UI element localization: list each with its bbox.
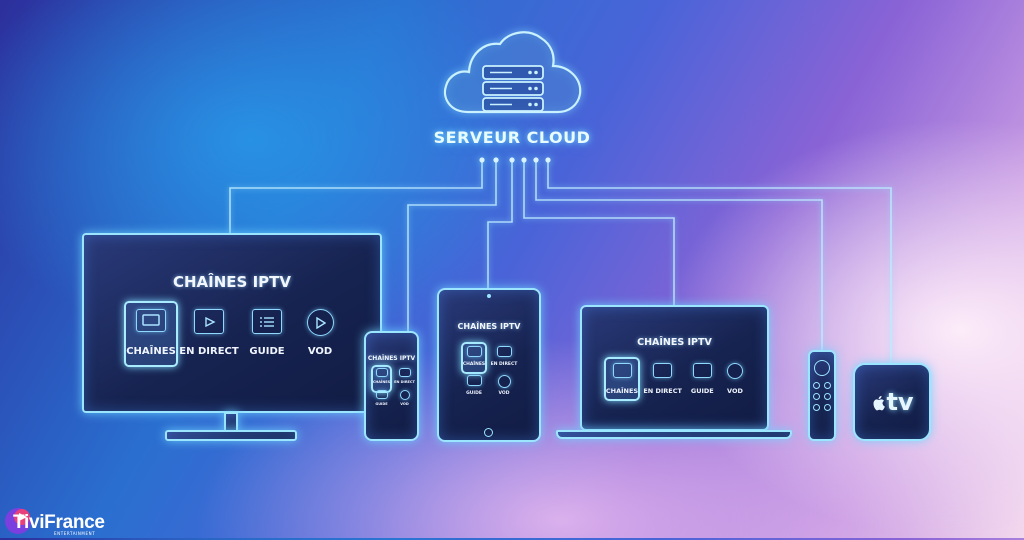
tv-menu: CHAÎNES EN DIRECT GUIDE VOD (124, 309, 342, 357)
menu-item-chaines[interactable]: CHAÎNES (371, 368, 392, 384)
apple-tv-text: tv (886, 388, 914, 416)
play-circle-icon (306, 309, 334, 336)
selected-menu-item (604, 357, 640, 401)
menu-label: EN DIRECT (643, 387, 682, 395)
connector-dot (521, 157, 527, 163)
list-guide-icon (252, 309, 282, 334)
menu-item-chaines[interactable]: CHAÎNES (461, 346, 487, 367)
brand-logo-text: TiviFrance (13, 512, 105, 533)
menu-item-guide[interactable]: GUIDE (685, 363, 719, 395)
remote-button[interactable] (824, 393, 831, 400)
tablet-camera (487, 294, 491, 298)
menu-label: GUIDE (375, 402, 388, 406)
phone-menu: CHAÎNES EN DIRECT GUIDE VOD (371, 368, 415, 406)
menu-label: GUIDE (690, 387, 714, 395)
selected-menu-item (124, 301, 178, 367)
laptop-menu: CHAÎNES EN DIRECT GUIDE VOD (604, 363, 748, 395)
phone: CHAÎNES IPTV CHAÎNES EN DIRECT GUIDE VOD (364, 331, 419, 441)
play-circle-icon (726, 363, 743, 379)
remote-button[interactable] (813, 382, 820, 389)
cloud-server-icon (443, 31, 582, 114)
menu-item-guide[interactable]: GUIDE (371, 390, 392, 406)
connector-dot (545, 157, 551, 163)
live-tv-play-icon (496, 346, 512, 357)
connector-dot (493, 157, 499, 163)
menu-item-chaines[interactable]: CHAÎNES (124, 309, 178, 357)
screen-title: CHAÎNES IPTV (457, 322, 521, 331)
line-to-laptop (523, 160, 675, 305)
connector-dot (479, 157, 485, 163)
menu-label: CHAÎNES (126, 346, 176, 357)
live-tv-play-icon (398, 368, 411, 377)
connector-dot (533, 157, 539, 163)
tv-stand (165, 430, 297, 441)
menu-label: VOD (307, 346, 333, 357)
menu-item-vod[interactable]: VOD (722, 363, 748, 395)
cloud-server-label: SERVEUR CLOUD (433, 128, 591, 147)
menu-label: CHAÎNES (605, 387, 639, 395)
tablet: CHAÎNES IPTV CHAÎNES EN DIRECT GUIDE VOD (437, 288, 541, 442)
remote-button[interactable] (824, 404, 831, 411)
menu-item-guide[interactable]: GUIDE (461, 375, 487, 396)
play-circle-icon (497, 375, 511, 388)
remote-control (808, 350, 836, 441)
menu-item-guide[interactable]: GUIDE (240, 309, 294, 357)
line-to-tv (229, 160, 483, 233)
menu-label: GUIDE (249, 346, 285, 357)
menu-label: GUIDE (466, 391, 482, 396)
apple-tv-label: tv (860, 388, 926, 416)
list-guide-icon (692, 363, 712, 378)
tv-icon (136, 309, 166, 332)
play-circle-icon (399, 390, 410, 400)
brand-tagline: ENTERTAINMENT (54, 531, 96, 536)
line-to-phone (407, 160, 497, 332)
menu-label: CHAÎNES (372, 380, 391, 384)
menu-item-en-direct[interactable]: EN DIRECT (643, 363, 683, 395)
selected-menu-item (461, 342, 487, 374)
tv-icon (466, 346, 482, 357)
remote-button[interactable] (813, 393, 820, 400)
menu-item-vod[interactable]: VOD (298, 309, 342, 357)
remote-button[interactable] (824, 382, 831, 389)
tablet-menu: CHAÎNES EN DIRECT GUIDE VOD (461, 346, 519, 396)
tv-icon (375, 368, 388, 377)
menu-label: VOD (400, 402, 409, 406)
menu-item-en-direct[interactable]: EN DIRECT (394, 368, 415, 384)
remote-button[interactable] (813, 404, 820, 411)
remote-dpad[interactable] (814, 360, 830, 376)
connector-dot (509, 157, 515, 163)
line-to-appletv (547, 160, 892, 363)
menu-item-chaines[interactable]: CHAÎNES (604, 363, 640, 395)
menu-item-en-direct[interactable]: EN DIRECT (489, 346, 519, 367)
menu-label: EN DIRECT (179, 346, 239, 357)
tablet-home-button[interactable] (484, 428, 493, 437)
live-tv-play-icon (653, 363, 673, 378)
line-to-remote (535, 160, 823, 350)
tv-neck (224, 412, 238, 432)
menu-label: VOD (498, 391, 510, 396)
screen-title: CHAÎNES IPTV (173, 273, 291, 291)
list-guide-icon (375, 390, 388, 399)
menu-label: EN DIRECT (490, 362, 518, 367)
tv-icon (612, 363, 632, 378)
apple-tv-box (853, 363, 931, 441)
line-to-tablet (487, 160, 513, 288)
screen-title: CHAÎNES IPTV (367, 355, 416, 362)
live-tv-play-icon (194, 309, 224, 334)
apple-logo-icon (872, 389, 886, 411)
tv-screen: CHAÎNES IPTV CHAÎNES EN DIRECT GUIDE (82, 233, 382, 413)
menu-label: EN DIRECT (394, 380, 415, 384)
menu-label: VOD (727, 387, 743, 395)
laptop-screen: CHAÎNES IPTV CHAÎNES EN DIRECT GUIDE VOD (580, 305, 769, 431)
laptop-base (556, 430, 792, 439)
logo-mark-icon (3, 506, 33, 536)
screen-title: CHAÎNES IPTV (637, 337, 712, 348)
menu-item-vod[interactable]: VOD (394, 390, 415, 406)
list-guide-icon (466, 375, 482, 386)
menu-item-vod[interactable]: VOD (489, 375, 519, 396)
menu-item-en-direct[interactable]: EN DIRECT (179, 309, 239, 357)
menu-label: CHAÎNES (462, 362, 486, 367)
